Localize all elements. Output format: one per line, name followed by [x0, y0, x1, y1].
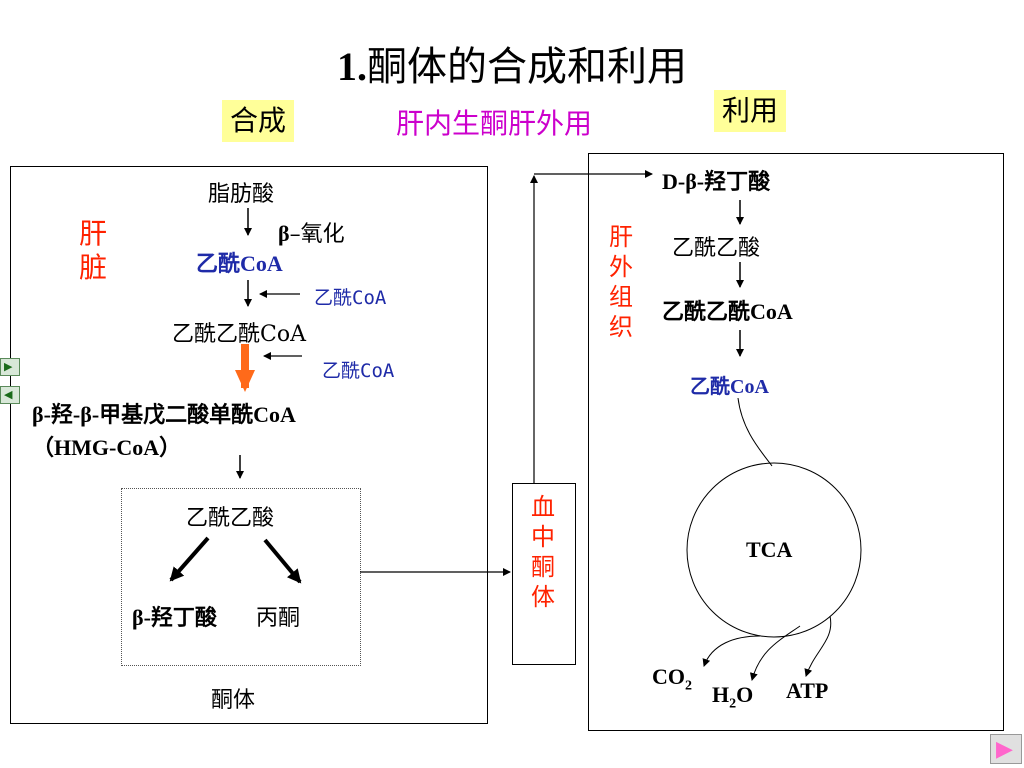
- acetoacetate-extrahepatic: 乙酰乙酸: [672, 236, 761, 261]
- acetoacetate-liver: 乙酰乙酸: [186, 506, 275, 531]
- acetoacetyl-coa-extrahepatic: 乙酰乙酰CoA: [662, 299, 793, 324]
- nav-next-button[interactable]: ▶: [0, 358, 20, 376]
- h2o-o: O: [736, 682, 754, 707]
- co2-label: CO2: [652, 664, 692, 694]
- h2o-h: H: [712, 682, 730, 707]
- blood-box: [512, 483, 576, 665]
- hmg-coa-abbr: （HMG-CoA）: [32, 435, 182, 460]
- hmg-coa: β-羟-β-甲基戊二酸单酰CoA: [32, 402, 296, 427]
- curve-to-co2: [702, 635, 761, 667]
- utilization-tag: 利用: [714, 90, 787, 132]
- beta-oxidation-text: –氧化: [289, 222, 345, 247]
- liver-box: [10, 166, 488, 724]
- acetoacetyl-coa-liver: 乙酰乙酰CoA: [172, 322, 306, 347]
- nav-prev-button[interactable]: ◀: [0, 386, 20, 404]
- curve-into-tca: [737, 397, 773, 467]
- curve-to-atp: [804, 615, 832, 677]
- ketone-bodies-label: 酮体: [211, 688, 256, 713]
- acetyl-coa-side2: 乙酰CoA: [322, 360, 395, 382]
- co2-text: CO: [652, 664, 685, 689]
- curve-to-h2o: [749, 625, 801, 681]
- acetone: 丙酮: [256, 606, 301, 631]
- arrow-to-hydroxybutyrate: [169, 536, 210, 582]
- extrahepatic-label: 肝外组织: [609, 223, 633, 341]
- tca-label: TCA: [746, 537, 793, 562]
- tca-cycle: [686, 462, 862, 638]
- beta-hydroxybutyrate: β-羟丁酸: [132, 605, 217, 630]
- h2o-subscript: 2: [729, 696, 737, 712]
- fatty-acid: 脂肪酸: [208, 182, 275, 207]
- subtitle: 肝内生酮肝外用: [396, 107, 593, 140]
- blood-label: 血中酮体: [531, 493, 555, 611]
- h2o-label: H2O: [712, 682, 753, 712]
- title-text: 酮体的合成和利用: [367, 44, 687, 90]
- page-title: 1.酮体的合成和利用: [0, 34, 1024, 92]
- ketone-bodies-box: [121, 488, 361, 666]
- acetyl-coa-extrahepatic: 乙酰CoA: [690, 376, 769, 398]
- d-beta-hydroxybutyrate: D-β-羟丁酸: [662, 169, 771, 194]
- next-slide-button[interactable]: ▶: [990, 734, 1022, 764]
- acetyl-coa-liver: 乙酰CoA: [196, 251, 283, 276]
- play-left-icon: ◀: [4, 388, 13, 401]
- liver-label: 肝脏: [78, 217, 107, 284]
- atp-label: ATP: [786, 678, 829, 703]
- play-right-icon: ▶: [4, 360, 13, 373]
- next-slide-icon: ▶: [996, 737, 1013, 762]
- beta-symbol: β: [278, 221, 290, 246]
- co2-subscript: 2: [685, 678, 692, 694]
- synthesis-tag: 合成: [222, 100, 295, 142]
- extrahepatic-box: [588, 153, 1004, 731]
- acetyl-coa-side1: 乙酰CoA: [314, 287, 387, 309]
- arrow-to-acetone: [263, 538, 302, 584]
- beta-oxidation: β–氧化: [278, 216, 345, 248]
- title-number: 1.: [337, 44, 367, 89]
